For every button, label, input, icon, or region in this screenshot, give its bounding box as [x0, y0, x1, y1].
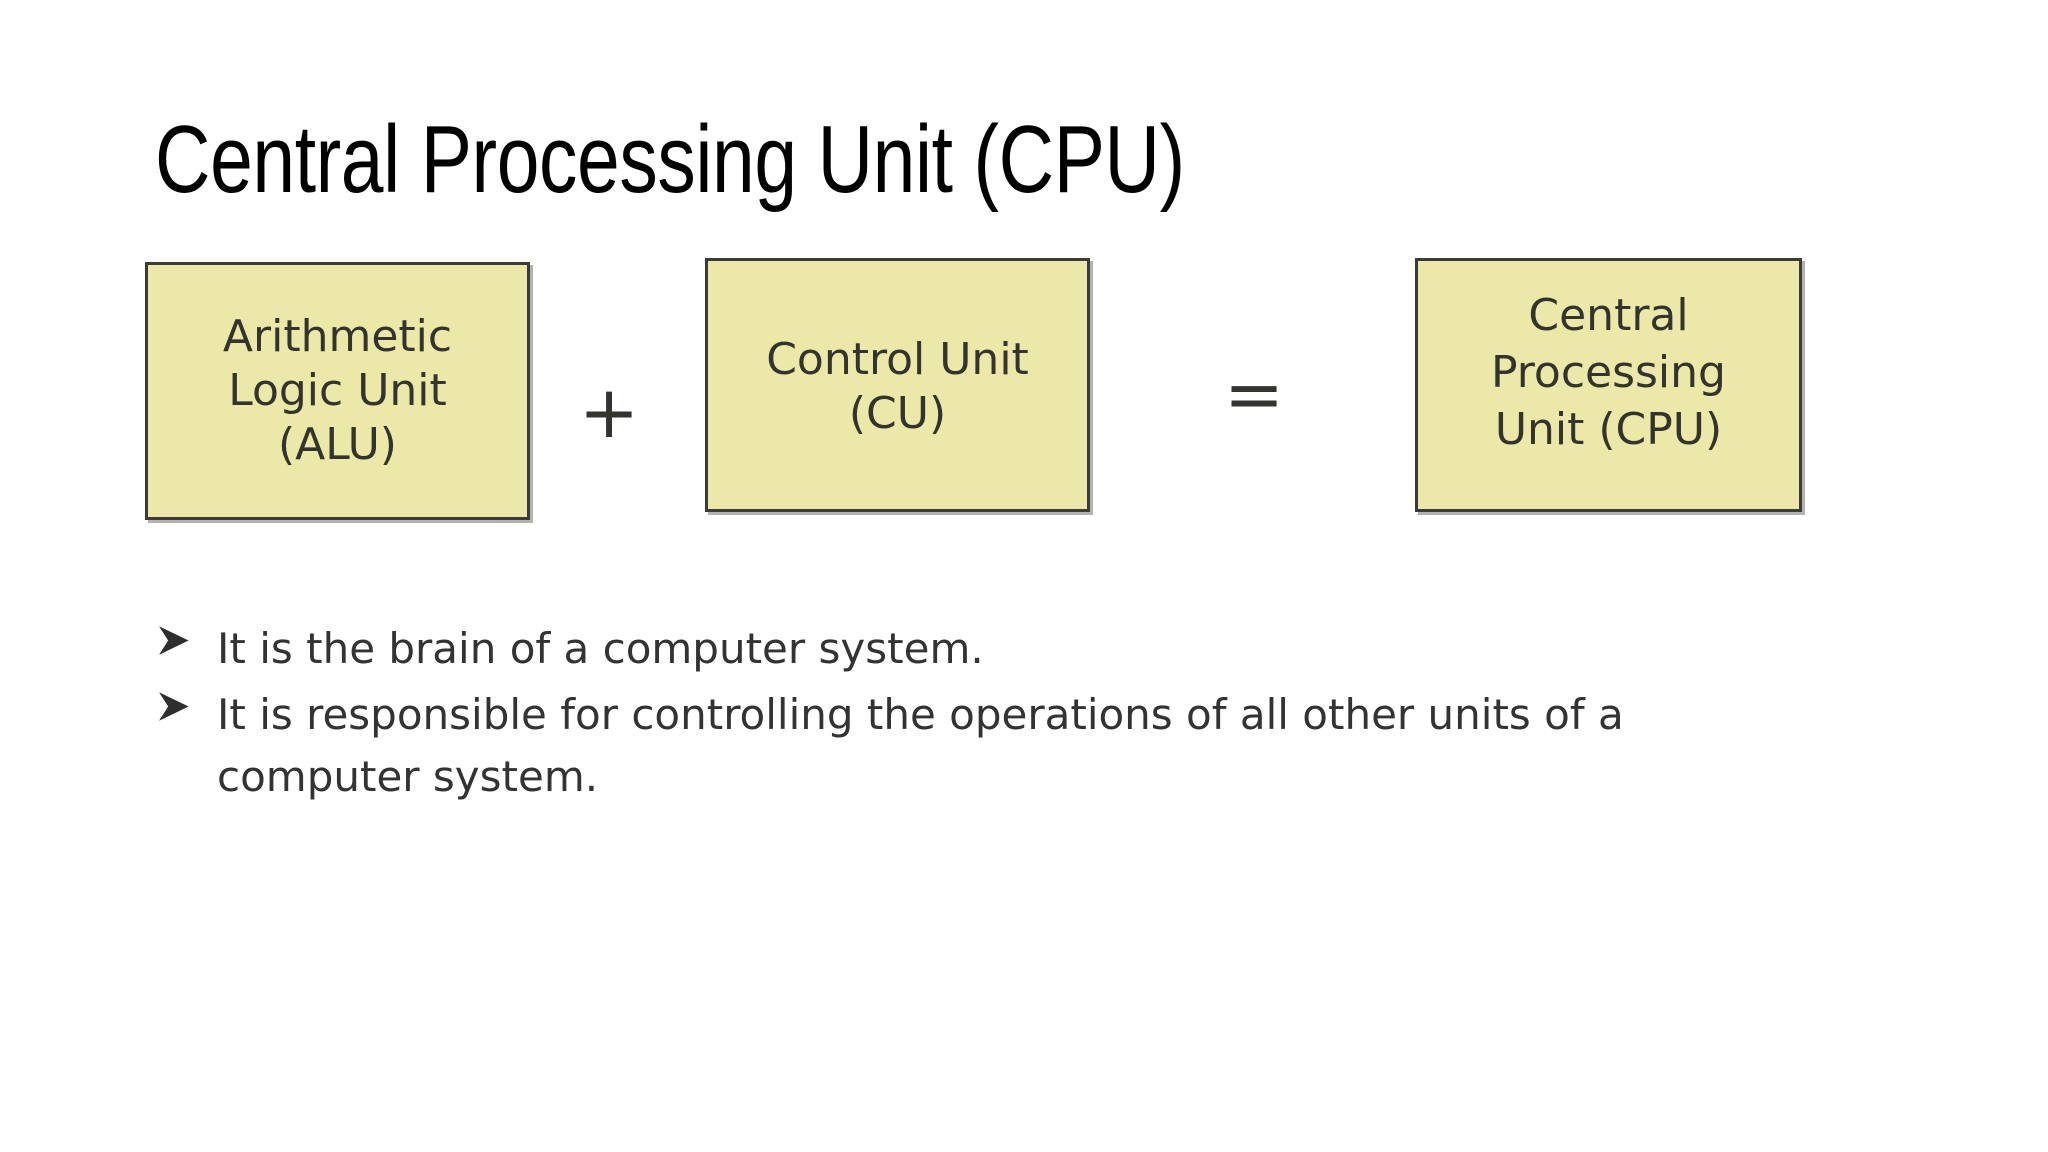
list-item-text: It is responsible for controlling the op… [217, 690, 1624, 802]
arrowhead-bullet-icon [157, 624, 197, 664]
list-item-text: It is the brain of a computer system. [217, 624, 984, 673]
diagram-box-alu-line-3: (ALU) [278, 418, 397, 470]
diagram-box-alu-line-2: Logic Unit [228, 365, 447, 417]
diagram-box-cu: Control Unit (CU) [705, 258, 1090, 512]
diagram-box-alu-line-1: Arithmetic [222, 311, 453, 363]
bullet-list: It is the brain of a computer system. It… [155, 618, 1775, 812]
diagram-box-cpu-line-1: Central [1528, 290, 1689, 341]
page-title: Central Processing Unit (CPU) [155, 106, 1185, 213]
plus-operator-symbol: + [578, 370, 640, 454]
diagram-box-cu-line-2: (CU) [848, 387, 947, 439]
diagram-box-cu-line-1: Control Unit [766, 334, 1029, 385]
arrowhead-bullet-icon [157, 690, 197, 730]
diagram-box-alu: Arithmetic Logic Unit (ALU) [145, 262, 530, 520]
list-item: It is the brain of a computer system. [155, 618, 1775, 680]
cpu-equation-diagram: Arithmetic Logic Unit (ALU) + Control Un… [0, 0, 2048, 560]
list-item: It is responsible for controlling the op… [155, 684, 1775, 808]
diagram-box-cpu: Central Processing Unit (CPU) [1415, 258, 1802, 512]
diagram-box-cpu-line-3: Unit (CPU) [1494, 404, 1723, 456]
diagram-box-cpu-line-2: Processing [1491, 347, 1726, 399]
equals-operator-symbol: = [1223, 352, 1285, 436]
